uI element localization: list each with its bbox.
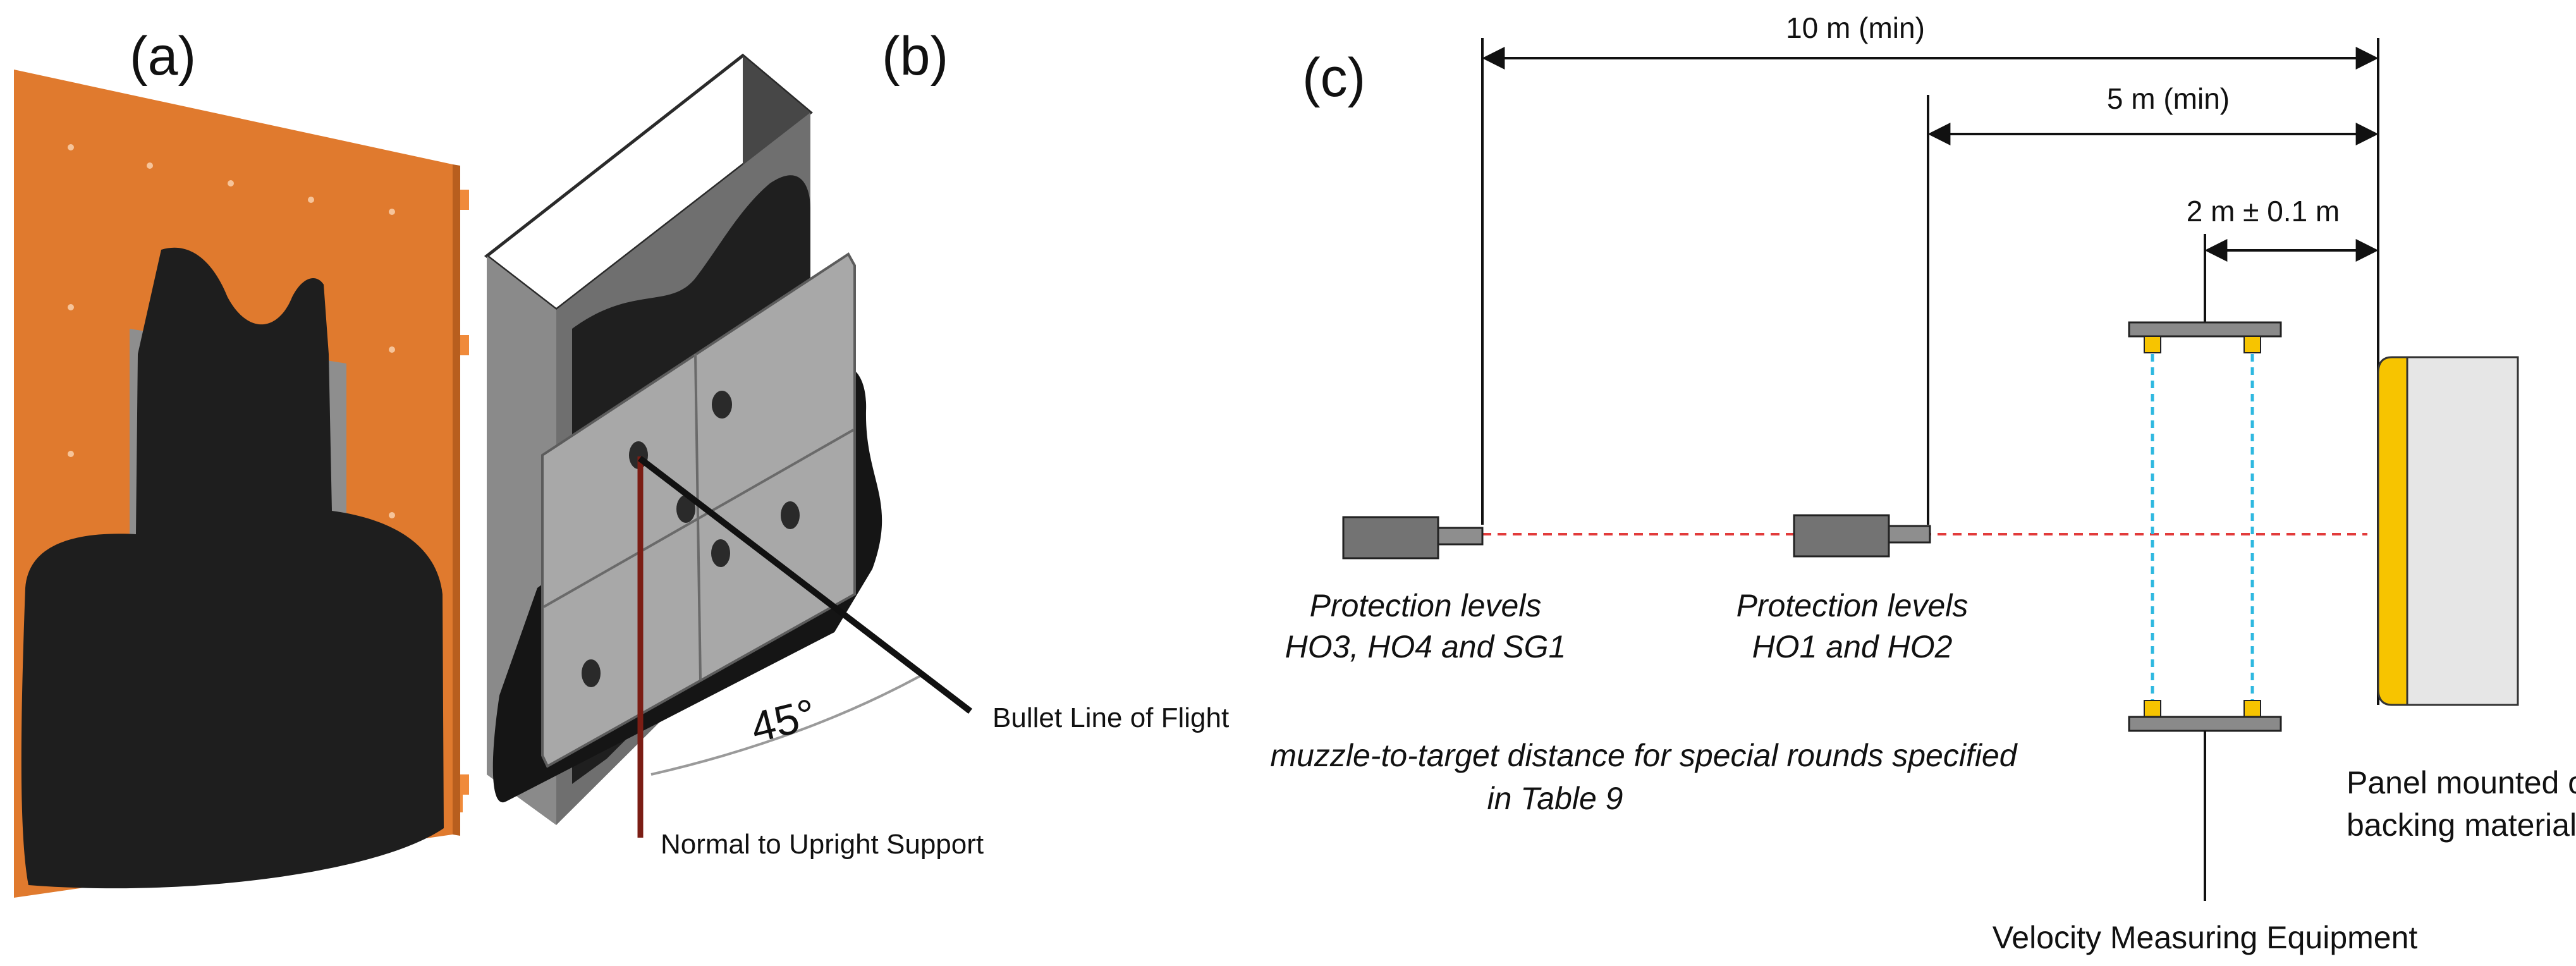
- panel-caption-line2: backing material: [2347, 807, 2576, 843]
- sensor-top-left: [2144, 336, 2161, 353]
- sensor-bar-bottom: [2128, 716, 2282, 732]
- dim-10-label: 10 m (min): [1786, 11, 1925, 44]
- barrel-ho3-ho4-sg1: [1342, 516, 1439, 559]
- panel-a-label: (a): [130, 26, 196, 87]
- armor-panel: [2377, 356, 2408, 706]
- gun2-caption-line1: Protection levels: [1737, 588, 1969, 623]
- plate-grid: [543, 429, 854, 608]
- dim-5-label: 5 m (min): [2107, 82, 2230, 115]
- dim-2-label: 2 m ± 0.1 m: [2187, 195, 2340, 228]
- velocity-equipment: [2128, 321, 2282, 901]
- special-rounds-line2: in Table 9: [1487, 781, 1623, 816]
- muzzle-ho3-ho4-sg1: [1437, 527, 1484, 546]
- flight-label: Bullet Line of Flight: [992, 702, 1229, 733]
- panel-caption-line1: Panel mounted on: [2347, 765, 2576, 800]
- normal-label: Normal to Upright Support: [661, 829, 984, 860]
- panel-c: (c) 10 m (min) 5 m (min) 2 m ± 0.1 m: [1270, 11, 2576, 955]
- sensor-top-right: [2243, 336, 2261, 353]
- sensor-bottom-right: [2243, 700, 2261, 718]
- flight-line: [637, 456, 973, 714]
- board-holes: [68, 144, 395, 518]
- panel-a: (a): [14, 26, 469, 898]
- backing-board-edge: [453, 164, 460, 836]
- panel-c-label: (c): [1302, 47, 1365, 108]
- backing-material: [2406, 356, 2519, 706]
- sensor-bar-top: [2128, 321, 2282, 338]
- panel-b-label: (b): [882, 26, 948, 87]
- muzzle-ho1-ho2: [1888, 525, 1931, 544]
- velocity-label: Velocity Measuring Equipment: [1993, 920, 2418, 955]
- sensor-bottom-left: [2144, 700, 2161, 718]
- panel-b: (b) 45° Bullet: [484, 26, 1229, 860]
- angle-label: 45°: [746, 690, 821, 752]
- gun2-caption-line2: HO1 and HO2: [1752, 629, 1953, 664]
- gun1-caption-line1: Protection levels: [1310, 588, 1542, 623]
- plate-grid: [694, 353, 702, 680]
- special-rounds-line1: muzzle-to-target distance for special ro…: [1270, 738, 2018, 773]
- gun1-caption-line2: HO3, HO4 and SG1: [1285, 629, 1566, 664]
- barrel-ho1-ho2: [1793, 514, 1890, 558]
- angle-arc: [650, 674, 922, 776]
- torso-target: [21, 247, 444, 889]
